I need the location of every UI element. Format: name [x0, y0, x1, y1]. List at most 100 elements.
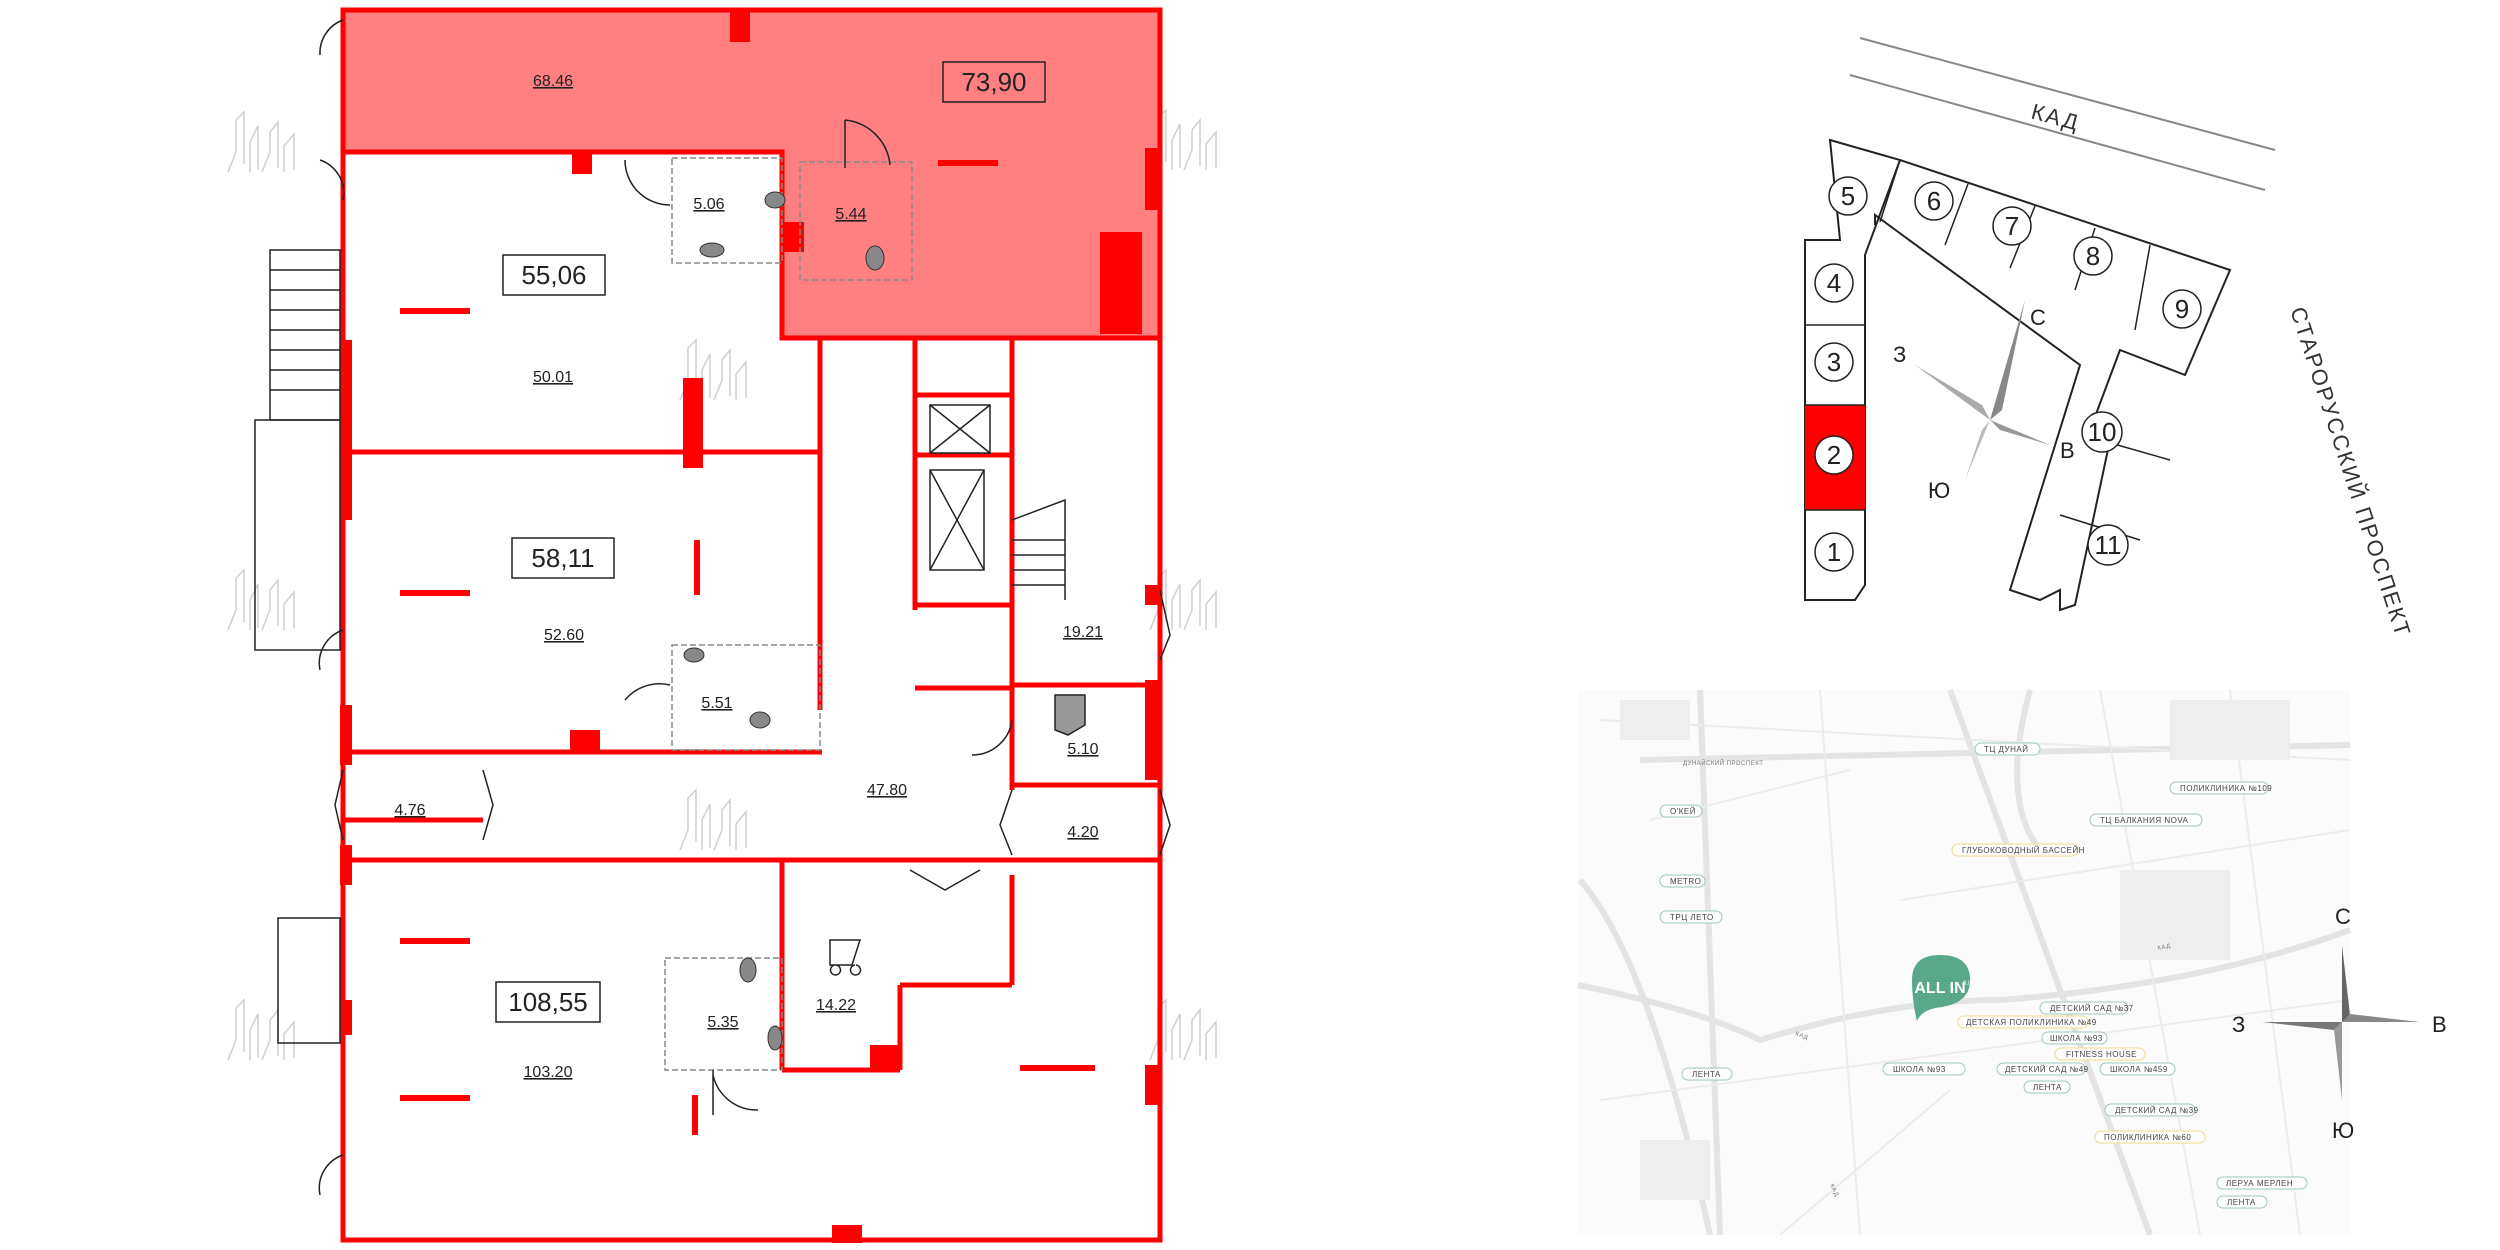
section-number: 9 [2175, 294, 2189, 324]
compass-w: З [2232, 1012, 2245, 1037]
section-marker[interactable]: 4 [1814, 263, 1854, 303]
poi-label: METRO [1670, 877, 1701, 886]
poi-tag[interactable]: ДЕТСКИЙ САД №37 [2039, 1001, 2134, 1015]
section-number: 10 [2088, 417, 2117, 447]
section-number: 11 [2095, 530, 2122, 560]
poi-tag[interactable]: ЛЕНТА [2023, 1080, 2071, 1094]
poi-tag[interactable]: ТЦ ДУНАЙ [1974, 742, 2041, 756]
poi-label: ЛЕНТА [2227, 1198, 2256, 1207]
section-marker[interactable]: 2 [1814, 435, 1854, 475]
room-area: 14.22 [816, 997, 856, 1014]
poi-tag[interactable]: О'КЕЙ [1659, 804, 1703, 818]
area-label: 108,55 [508, 987, 588, 1017]
section-number: 1 [1827, 537, 1841, 567]
poi-label: ГЛУБОКОВОДНЫЙ БАССЕЙН [1962, 846, 2085, 855]
room-area: 19.21 [1063, 624, 1103, 641]
road-label: ДУНАЙСКИЙ ПРОСПЕКТ [1683, 759, 1763, 767]
section-marker[interactable]: 7 [1992, 206, 2032, 246]
poi-tag[interactable]: ТРЦ ЛЕТО [1659, 910, 1723, 924]
room-area: 5.06 [693, 196, 724, 213]
brand-marker[interactable]: ALL IN 3.0 [1912, 955, 1972, 1021]
poi-label: ДЕТСКИЙ САД №39 [2115, 1106, 2199, 1115]
selected-unit-area[interactable] [340, 7, 1163, 341]
compass-w: З [1893, 342, 1906, 367]
map-compass: С З В Ю [2232, 904, 2447, 1143]
section-number: 5 [1841, 181, 1855, 211]
section-marker[interactable]: 8 [2073, 236, 2113, 276]
wall-segments [340, 10, 1160, 1243]
poi-tag[interactable]: ЛЕНТА [1681, 1067, 1733, 1081]
poi-label: ДЕТСКИЙ САД №37 [2050, 1004, 2134, 1013]
room-area: 68.46 [533, 73, 573, 90]
poi-label: FITNESS HOUSE [2066, 1050, 2137, 1059]
section-markers: 1 2 3 4 5 6 7 8 9 10 11 [1814, 176, 2202, 572]
poi-label: О'КЕЙ [1670, 807, 1696, 816]
compass-n: С [2030, 305, 2046, 330]
poi-label: ДЕТСКАЯ ПОЛИКЛИНИКА №49 [1966, 1018, 2097, 1027]
poi-tag[interactable]: METRO [1659, 874, 1706, 888]
poi-tags: ТЦ ДУНАЙ ПОЛИКЛИНИКА №109 О'КЕЙ ТЦ БАЛКА… [1659, 742, 2308, 1209]
poi-tag[interactable]: ДЕТСКАЯ ПОЛИКЛИНИКА №49 [1957, 1015, 2097, 1029]
area-box-unit-b: 58,11 [511, 537, 615, 579]
room-area: 5.10 [1067, 741, 1098, 758]
poi-tag[interactable]: ПОЛИКЛИНИКА №109 [2169, 781, 2272, 795]
room-area: 50.01 [533, 369, 573, 386]
section-marker[interactable]: 6 [1914, 181, 1954, 221]
road-label: КАД [2029, 99, 2083, 136]
area-label: 73,90 [961, 67, 1026, 97]
brand-sup: 3.0 [1963, 981, 1972, 987]
section-marker[interactable]: 3 [1814, 342, 1854, 382]
poi-tag[interactable]: ШКОЛА №93 [2041, 1031, 2108, 1045]
elevators [254, 249, 1086, 1044]
compass-s: Ю [2332, 1118, 2354, 1143]
room-area: 5.51 [701, 695, 732, 712]
poi-label: ЛЕРУА МЕРЛЕН [2226, 1179, 2293, 1188]
poi-tag[interactable]: FITNESS HOUSE [2054, 1047, 2146, 1061]
map-road-labels: ДУНАЙСКИЙ ПРОСПЕКТ КАД КАД КАД [1683, 759, 2171, 1198]
poi-tag[interactable]: ПОЛИКЛИНИКА №60 [2094, 1130, 2206, 1144]
poi-tag[interactable]: ШКОЛА №93 [1882, 1062, 1966, 1076]
building-outline [1804, 138, 2232, 612]
section-number: 3 [1827, 347, 1841, 377]
poi-tag[interactable]: ДЕТСКИЙ САД №39 [2104, 1103, 2199, 1117]
poi-tag[interactable]: ТЦ БАЛКАНИЯ NOVA [2089, 813, 2203, 827]
area-box-selected: 73,90 [942, 61, 1046, 103]
poi-tag[interactable]: ЛЕНТА [2216, 1195, 2268, 1209]
brand-name: ALL IN [1914, 980, 1965, 997]
area-box-unit-c: 108,55 [495, 981, 601, 1023]
compass-e: В [2432, 1012, 2447, 1037]
section-marker[interactable]: 10 [2081, 411, 2123, 453]
poi-label: ЛЕНТА [1692, 1070, 1721, 1079]
section-marker[interactable]: 1 [1814, 532, 1854, 572]
poi-label: ДЕТСКИЙ САД №49 [2005, 1065, 2089, 1074]
poi-label: ШКОЛА №459 [2110, 1065, 2168, 1074]
compass-s: Ю [1928, 478, 1950, 503]
section-marker[interactable]: 11 [2087, 524, 2129, 566]
poi-label: ТРЦ ЛЕТО [1670, 913, 1714, 922]
site-compass: С З В Ю [1893, 300, 2075, 503]
room-area: 5.44 [835, 206, 866, 223]
road-label: КАД [1828, 1183, 1839, 1198]
room-area: 5.35 [707, 1014, 738, 1031]
section-number: 4 [1827, 268, 1841, 298]
section-marker[interactable]: 5 [1828, 176, 1868, 216]
room-area: 4.76 [394, 802, 425, 819]
section-number: 2 [1827, 440, 1841, 470]
poi-tag[interactable]: ЛЕРУА МЕРЛЕН [2216, 1176, 2308, 1190]
room-area: 52.60 [544, 627, 584, 644]
poi-tag[interactable]: ДЕТСКИЙ САД №49 [1996, 1062, 2089, 1076]
compass-e: В [2060, 438, 2075, 463]
site-plan: КАД СТАРОРУССКИЙ ПРОСПЕКТ 1 2 3 4 5 6 7 … [1804, 37, 2416, 641]
poi-tag[interactable]: ГЛУБОКОВОДНЫЙ БАССЕЙН [1951, 843, 2085, 857]
road-label: КАД [2157, 943, 2171, 952]
poi-tag[interactable]: ШКОЛА №459 [2099, 1062, 2176, 1076]
section-marker[interactable]: 9 [2162, 289, 2202, 329]
poi-label: ТЦ ДУНАЙ [1984, 745, 2028, 754]
poi-label: ШКОЛА №93 [2050, 1034, 2103, 1043]
poi-label: ШКОЛА №93 [1893, 1065, 1946, 1074]
area-label: 55,06 [521, 260, 586, 290]
map-blocks [1620, 700, 2290, 1200]
poi-label: ПОЛИКЛИНИКА №109 [2180, 784, 2272, 793]
doors [318, 19, 1171, 1196]
